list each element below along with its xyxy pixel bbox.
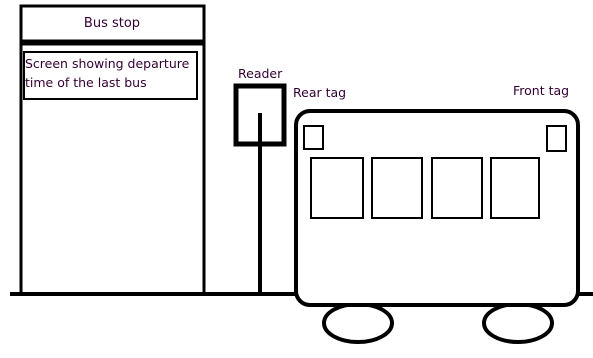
bus-window-1 — [310, 157, 364, 219]
bus-body — [294, 109, 580, 307]
reader-label: Reader — [238, 66, 283, 81]
bus-rear-wheel — [322, 302, 394, 344]
departure-screen — [23, 51, 198, 100]
departure-screen-text-line1: Screen showing departure — [25, 56, 190, 71]
bus-stop-label: Bus stop — [84, 16, 140, 31]
bus-front-wheel — [482, 302, 554, 344]
departure-screen-text-line2: time of the last bus — [25, 75, 147, 90]
front-tag — [546, 125, 567, 152]
rear-tag-label: Rear tag — [293, 85, 346, 100]
bus-stop-header — [19, 4, 206, 43]
front-tag-label: Front tag — [513, 83, 569, 98]
bus-window-2 — [371, 157, 423, 219]
bus-window-3 — [431, 157, 483, 219]
bus-window-4 — [490, 157, 540, 219]
rear-tag — [303, 125, 324, 150]
